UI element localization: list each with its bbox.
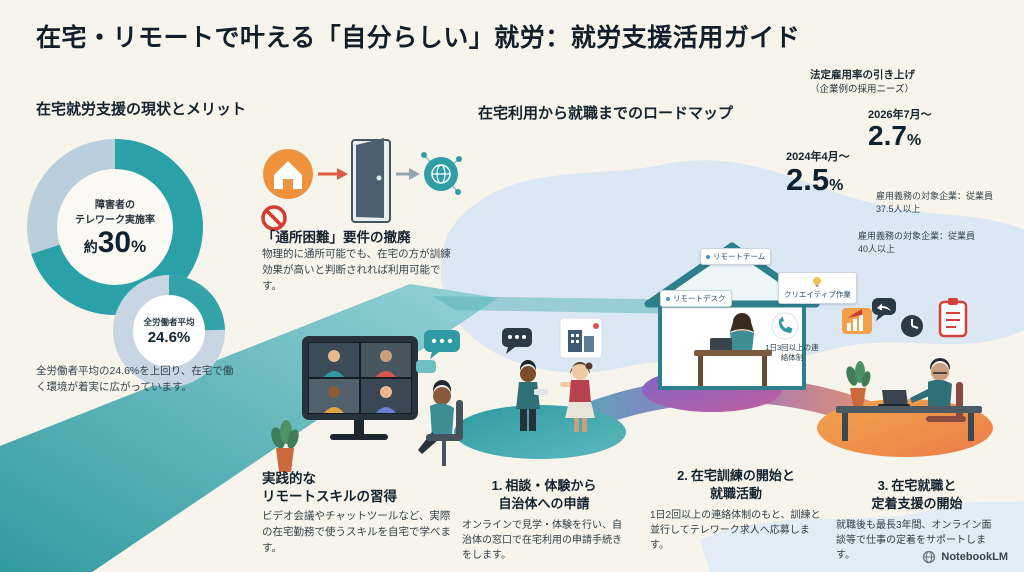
roadmap-step-1: 1.相談・体験から 自治体への申請 オンラインで見学・体験を行い、自治体の窓口で…: [462, 477, 626, 563]
tv-video-call-icon: [302, 336, 418, 440]
tag-dot-icon: [666, 296, 670, 301]
step-3-title-line1: 在宅就職と: [891, 478, 957, 493]
stat-2024-period: 2024年4月〜: [786, 151, 850, 163]
plant-icon: [271, 420, 299, 472]
tag-creative-work-label: クリエイティブ作業: [784, 290, 851, 299]
step-2-title: 2.在宅訓練の開始と 就職活動: [650, 467, 822, 502]
step-1-number: 1.: [491, 478, 503, 493]
lightbulb-icon: [813, 277, 822, 287]
plant-icon: [846, 361, 871, 406]
card2-body: ビデオ会議やチャットツールなど、実際の在宅勤務で使うスキルを自宅で学べます。: [262, 510, 451, 554]
tag-creative-work: クリエイティブ作業: [778, 272, 857, 304]
work-desk-scene: [836, 298, 982, 441]
card2-heading: 実践的な リモートスキルの習得: [262, 470, 397, 505]
donut-main-label: 障害者の: [95, 200, 135, 211]
roadmap-step-3: 3.在宅就職と 定着支援の開始 就職後も最長3年間、オンライン面談等で仕事の定着…: [836, 477, 998, 563]
card1-heading: 「通所困難」要件の撤廃: [262, 230, 411, 245]
stat-2024-value: 2.5: [786, 162, 830, 197]
donut-sub-value: 24.6%: [147, 329, 191, 346]
stat-note-2: 雇用義務の対象企業：従業員40人以上: [858, 231, 976, 255]
notebooklm-logo-icon: [923, 550, 936, 564]
roadmap-platform-3: [817, 399, 993, 457]
chat-bubbles-icon: [416, 330, 460, 373]
tag-dot-icon: [706, 254, 710, 259]
arrow-right-gray-icon: [396, 168, 420, 180]
step-2-title-line2: 就職活動: [709, 485, 762, 501]
roadmap-section-heading: 在宅利用から就職までのロードマップ: [478, 105, 734, 122]
stat-2026-value: 2.7: [868, 120, 907, 151]
step-3-body: 就職後も最長3年間、オンライン面談等で仕事の定着をサポートします。: [836, 520, 992, 562]
donut-average-rate: 全労働者平均 24.6%: [110, 272, 228, 390]
donut-telework-rate: 障害者の テレワーク実施率 約30%: [26, 138, 204, 316]
stat-2026-period: 2026年7月〜: [868, 109, 932, 121]
wave-corner-shape: [700, 500, 1024, 572]
step-1-title: 1.相談・体験から 自治体への申請: [462, 477, 626, 512]
donut-telework-rate-chart: [27, 139, 203, 315]
door-icon: [351, 138, 391, 223]
teal-strip: [432, 296, 702, 314]
network-globe-icon: [421, 152, 462, 195]
stats-caption-line1: 法定雇用率の引き上げ: [810, 69, 915, 81]
step-1-body: オンラインで見学・体験を行い、自治体の窓口で在宅利用の申請手続きをします。: [462, 520, 622, 562]
left-note-text: 全労働者平均の24.6%を上回り、在宅で働く環境が着実に広がっています。: [36, 365, 234, 393]
donut-main-value: 約30%: [84, 228, 147, 258]
person-advisor: [560, 362, 595, 432]
step-1-title-line2: 自治体への申請: [498, 495, 590, 511]
notebooklm-brand: NotebookLM: [922, 550, 1008, 564]
stat-2024: 2024年4月〜 2.5%: [786, 148, 850, 195]
donut-main-label2: テレワーク実施率: [75, 215, 155, 226]
clock-icon: [901, 315, 923, 337]
viewer-person: [418, 380, 463, 466]
phone-contact-note: 1日3回以上の連絡体制: [765, 343, 819, 363]
step-1-title-line1: 相談・体験から: [505, 478, 597, 493]
step-2-title-line1: 在宅訓練の開始と: [690, 468, 795, 483]
home-training-scene: [644, 242, 820, 390]
step-3-title: 3.在宅就職と 定着支援の開始: [836, 477, 998, 512]
reply-bubble-icon: [872, 298, 896, 321]
donut-main-prefix: 約: [83, 239, 98, 255]
person-work-desk: [836, 358, 982, 441]
donut-main-unit: %: [131, 237, 147, 256]
tag-remote-team-label: リモートチーム: [713, 252, 766, 261]
step-2-number: 2.: [677, 468, 688, 483]
donut-main-number: 30: [97, 226, 132, 259]
video-call-scene: [271, 330, 463, 472]
stats-caption-line2: （企業例の採用ニーズ）: [810, 84, 915, 96]
card2-heading-line2: リモートスキルの習得: [262, 488, 397, 504]
roadmap-step-2: 2.在宅訓練の開始と 就職活動 1日2回以上の連絡体制のもと、訓練と並行してテレ…: [650, 467, 822, 553]
stat-2026: 2026年7月〜 2.7%: [868, 106, 932, 150]
donut-average-rate-chart: [113, 275, 225, 387]
city-hall-icon: [559, 317, 603, 359]
tag-remote-desk-label: リモートデスク: [673, 294, 726, 303]
step-3-number: 3.: [877, 478, 889, 493]
step-2-body: 1日2回以上の連絡体制のもと、訓練と並行してテレワーク求人へ応募します。: [650, 510, 821, 552]
card1-body: 物理的に通所可能でも、在宅の方が訓練効果が高いと判断されれば利用可能です。: [262, 248, 451, 292]
tag-remote-desk: リモートデスク: [660, 290, 732, 307]
tag-remote-team: リモートチーム: [700, 248, 772, 265]
donut-sub-label: 全労働者平均: [143, 317, 195, 327]
left-section-heading: 在宅就労支援の現状とメリット: [36, 101, 247, 118]
card2-heading-line1: 実践的な: [262, 471, 316, 486]
person-applicant: [516, 360, 548, 431]
checklist-icon: [938, 298, 968, 338]
stat-note-1: 雇用義務の対象企業：従業員37.5人以上: [876, 191, 994, 215]
stat-2026-unit: %: [906, 132, 922, 149]
page-title: 在宅・リモートで叶える「自分らしい」就労：就労支援活用ガイド: [36, 24, 801, 52]
commute-icons-scene: [261, 138, 462, 231]
chat-bubble-icon: [502, 328, 532, 354]
consultation-scene: [502, 317, 603, 432]
growth-chart-icon: [842, 308, 872, 334]
phone-icon: [771, 312, 799, 340]
step-3-title-line2: 定着支援の開始: [871, 495, 963, 511]
no-entry-icon: [261, 205, 287, 231]
person-home-desk: [694, 313, 772, 386]
house-icon: [263, 149, 313, 199]
stat-2024-unit: %: [829, 177, 844, 194]
arrow-right-red-icon: [318, 168, 348, 180]
stats-caption: 法定雇用率の引き上げ （企業例の採用ニーズ）: [810, 68, 915, 97]
notebooklm-brand-label: NotebookLM: [941, 551, 1008, 563]
